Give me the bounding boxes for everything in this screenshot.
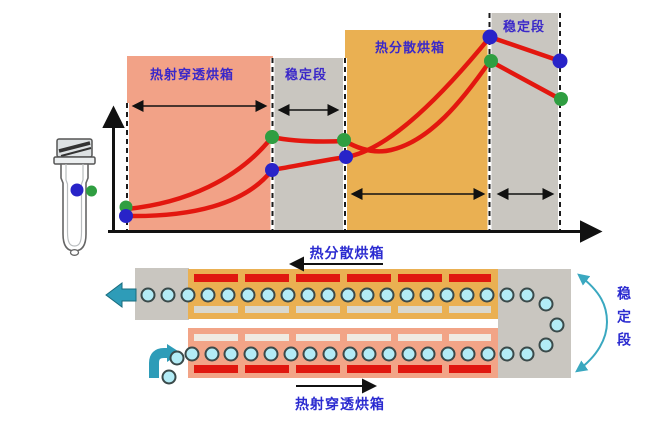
preform-dot [260, 287, 276, 303]
label-conveyor-bottom-oven: 热射穿透烘箱 [295, 397, 385, 413]
preform-dot [519, 287, 535, 303]
top-band-heater-bars [194, 274, 491, 282]
preform-dot [180, 287, 196, 303]
preform-dot [440, 346, 456, 362]
preform-dot [340, 287, 355, 303]
preform-dot [480, 346, 495, 362]
label-stabilization-2: 稳定段 [502, 20, 546, 35]
preform-dot [169, 350, 185, 366]
preform-dot [381, 346, 397, 362]
preform-dot [538, 296, 554, 312]
preform-dot [302, 346, 318, 362]
preform-dot [479, 287, 495, 303]
preform-dot [204, 346, 220, 362]
preform-dot [549, 317, 565, 333]
label-stabilization-1: 稳定段 [284, 68, 328, 83]
preform-dot [322, 346, 338, 362]
preform-dot [280, 287, 296, 303]
preform-dot [420, 346, 436, 362]
preform-dot [300, 287, 316, 303]
label-ir-oven: 热射穿透烘箱 [149, 68, 235, 83]
preform-dot [459, 287, 475, 303]
preform-dot [361, 346, 377, 362]
preform-dot [379, 287, 395, 303]
preform-dot [439, 287, 455, 303]
bottom-band-heater-bars [194, 365, 491, 373]
preform-dot [519, 346, 535, 362]
preform-dot [399, 287, 415, 303]
bottom-band-upper-bars [194, 334, 491, 341]
preform-dot [223, 346, 239, 362]
preform-dot [184, 346, 200, 362]
preform-dot [538, 337, 554, 353]
preform-dot [283, 346, 298, 362]
preform-dot [499, 346, 515, 362]
preform-dot [359, 287, 375, 303]
preform-dot [460, 346, 476, 362]
preform-dot [140, 287, 156, 303]
preform-dot [160, 287, 176, 303]
label-dispersion-oven: 热分散烘箱 [374, 41, 446, 56]
preform-dot [220, 287, 236, 303]
preform-dot [342, 346, 358, 362]
preform-dot [499, 287, 515, 303]
top-band-lower-bars [194, 306, 491, 313]
preform-dot [419, 287, 435, 303]
preform-dot [200, 287, 216, 303]
preform-dot [240, 287, 256, 303]
preform-dot [401, 346, 417, 362]
preform-dot [243, 346, 259, 362]
label-stabilization-side: 稳定段 [615, 286, 631, 355]
label-conveyor-top-oven: 热分散烘箱 [309, 246, 385, 262]
preform-dot [161, 369, 177, 385]
preform-dot [320, 287, 336, 303]
preform-dot [263, 346, 279, 362]
